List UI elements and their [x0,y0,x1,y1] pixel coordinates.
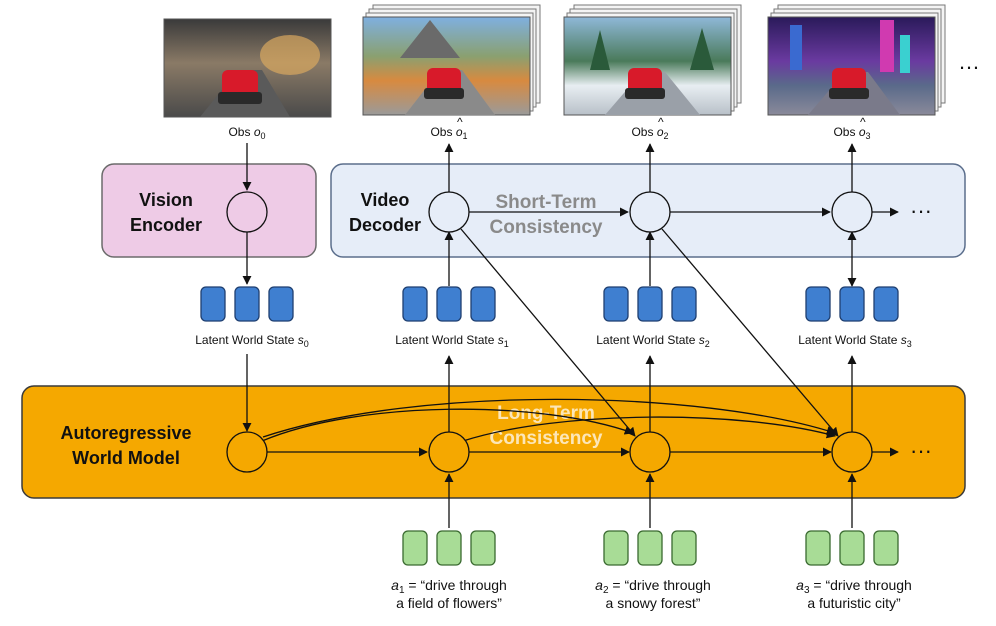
decoder-ellipsis: ··· [910,198,932,223]
obs-image-1 [362,4,541,116]
action-2-line1: a2 = “drive through [595,577,711,596]
obs-ellipsis: … [958,49,980,74]
obs-image-3 [767,4,946,116]
action-1-block-0 [603,530,629,566]
obs-image-2 [563,4,742,116]
short-term-line1: Short-Term [496,192,597,213]
latent-3-block-0 [805,286,831,322]
action-1-line1: a1 = “drive through [391,577,507,596]
latent-2-block-0 [603,286,629,322]
action-2-block-1 [839,530,865,566]
decoder-node-2 [629,191,671,233]
latent-2-block-2 [671,286,697,322]
obs-label-0: Obs o0 [228,125,265,141]
latent-1-block-0 [402,286,428,322]
short-term-line2: Consistency [490,217,603,238]
arrow-arc-wm0-to-wm3 [262,398,836,438]
latent-label-1: Latent World State s1 [395,333,509,349]
action-2-block-2 [873,530,899,566]
world-model-box [21,385,966,499]
video-decoder-line1: Video [361,190,410,210]
latent-0-block-2 [268,286,294,322]
action-2-block-0 [805,530,831,566]
decoder-node-1 [428,191,470,233]
action-3-line1: a3 = “drive through [796,577,912,596]
latent-label-0: Latent World State s0 [195,333,309,349]
action-1-block-2 [671,530,697,566]
latent-2-block-1 [637,286,663,322]
hat-mark-3: ^ [860,115,866,129]
obs-label-3: Obs o3 [833,125,870,141]
latent-0-block-1 [234,286,260,322]
latent-0-block-0 [200,286,226,322]
action-1-block-1 [637,530,663,566]
vision-encoder-line2: Encoder [130,215,202,235]
wm-node-3 [831,431,873,473]
video-decoder-line2: Decoder [349,215,421,235]
action-blocks [402,530,899,566]
arrow-diag-dec1-to-wm2 [460,228,636,437]
arrow-diag-dec2-to-wm3 [661,228,839,437]
latent-3-block-1 [839,286,865,322]
latent-3-block-2 [873,286,899,322]
wm-node-1 [428,431,470,473]
latent-1-block-2 [470,286,496,322]
latent-label-3: Latent World State s3 [798,333,912,349]
latent-blocks [200,286,899,322]
action-0-block-0 [402,530,428,566]
decoder-node-3 [831,191,873,233]
obs-label-1: Obs o1 [430,125,467,141]
action-2-line2: a snowy forest” [606,595,701,611]
latent-1-block-1 [436,286,462,322]
action-0-block-1 [436,530,462,566]
hat-mark-2: ^ [658,115,664,129]
hat-mark-1: ^ [457,115,463,129]
wm-ellipsis: ··· [910,438,932,463]
encoder-node [226,191,268,233]
wm-node-0 [226,431,268,473]
long-term-line2: Consistency [490,428,603,449]
wm-node-2 [629,431,671,473]
world-model-line2: World Model [72,448,180,468]
latent-label-2: Latent World State s2 [596,333,710,349]
world-model-line1: Autoregressive [60,423,191,443]
action-0-block-2 [470,530,496,566]
obs-label-2: Obs o2 [631,125,668,141]
action-3-line2: a futuristic city” [807,595,901,611]
arrows-group [242,143,899,528]
action-1-line2: a field of flowers” [396,595,502,611]
obs-image-0 [163,18,332,118]
vision-encoder-box [101,163,317,258]
vision-encoder-line1: Vision [139,190,193,210]
